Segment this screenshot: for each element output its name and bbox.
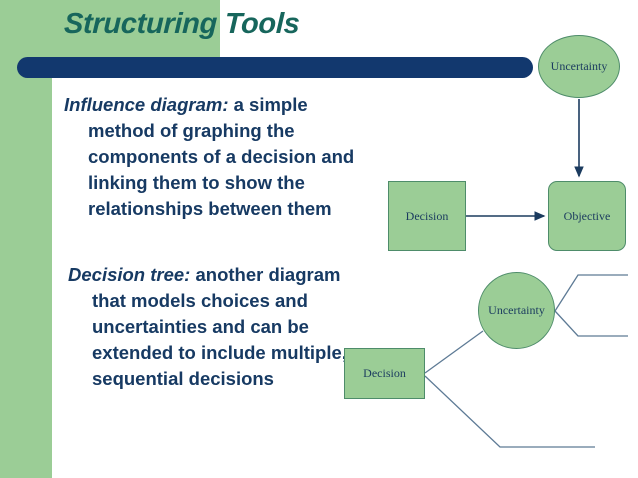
paragraph-influence-diagram-lead: Influence diagram: (64, 94, 229, 115)
paragraph-decision-tree-text: another diagram that models choices and … (92, 264, 347, 389)
paragraph-influence-diagram-text: a simple method of graphing the componen… (88, 94, 355, 219)
paragraph-influence-diagram-line: Influence diagram: a simple method of gr… (64, 92, 364, 222)
branch-uncertainty-to-upper-outcome (554, 274, 628, 312)
branch-decision-to-uncertainty (424, 330, 484, 374)
influence-node-uncertainty[interactable]: Uncertainty (538, 35, 620, 98)
branch-uncertainty-to-middle-outcome (554, 310, 628, 337)
branch-decision-to-lower-outcome (424, 375, 595, 448)
influence-node-uncertainty-label: Uncertainty (550, 59, 608, 73)
paragraph-influence-diagram: Influence diagram: a simple method of gr… (64, 92, 364, 222)
tree-node-decision-label: Decision (363, 366, 406, 380)
influence-node-decision[interactable]: Decision (388, 181, 466, 251)
influence-node-objective-label: Objective (563, 208, 611, 223)
tree-node-uncertainty-label: Uncertainty (488, 303, 545, 317)
left-accent-band (0, 0, 52, 478)
paragraph-decision-tree-line: Decision tree: another diagram that mode… (68, 262, 364, 392)
title-accent-block (52, 0, 220, 57)
paragraph-decision-tree-lead: Decision tree: (68, 264, 191, 285)
tree-node-decision[interactable]: Decision (344, 348, 425, 399)
paragraph-decision-tree: Decision tree: another diagram that mode… (68, 262, 364, 392)
influence-node-decision-label: Decision (405, 208, 449, 223)
influence-node-objective[interactable]: Objective (548, 181, 626, 251)
tree-node-uncertainty[interactable]: Uncertainty (478, 272, 555, 349)
title-underline-bar (17, 57, 533, 78)
page-title: Structuring Tools (63, 8, 301, 40)
